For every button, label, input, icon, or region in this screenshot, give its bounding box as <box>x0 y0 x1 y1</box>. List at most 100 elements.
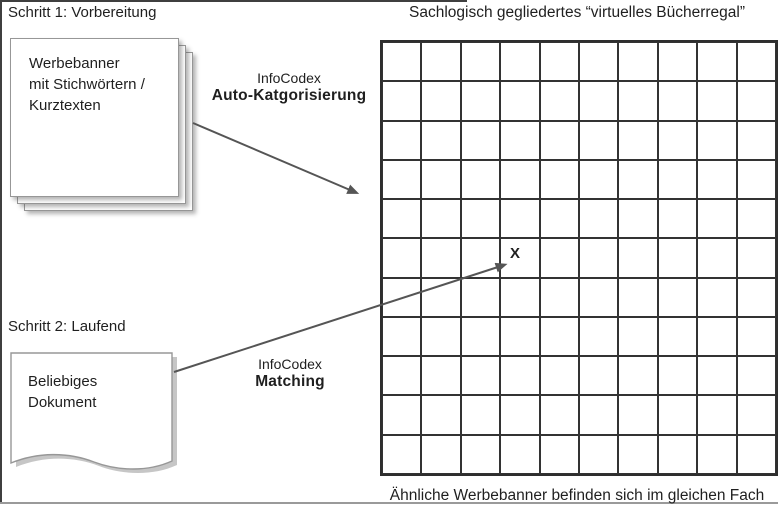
shelf-cell <box>579 120 619 160</box>
shelf-cell <box>421 159 461 200</box>
shelf-cell <box>579 159 619 200</box>
matching-label: InfoCodex Matching <box>225 356 355 390</box>
frame-bottom-border <box>0 502 778 504</box>
shelf-cell <box>460 81 501 121</box>
shelf-cell <box>421 81 461 121</box>
shelf-cell <box>657 81 698 121</box>
shelf-cell <box>539 356 579 396</box>
shelf-cell <box>736 42 776 82</box>
shelf-cell <box>697 316 737 357</box>
shelf-cell <box>500 395 540 435</box>
shelf-cell <box>579 199 619 239</box>
shelf-cell <box>736 395 776 435</box>
shelf-cell <box>500 42 540 82</box>
shelf-cell <box>460 277 501 317</box>
shelf-cell <box>539 395 579 435</box>
shelf-cell <box>460 238 501 278</box>
shelf-cell <box>421 395 461 435</box>
match-label-product: InfoCodex <box>258 356 322 372</box>
shelf-cell <box>382 277 422 317</box>
shelf-cell <box>382 316 422 357</box>
shelf-cell <box>697 42 737 82</box>
shelf-cell <box>539 159 579 200</box>
shelf-cell <box>736 238 776 278</box>
shelf-cell <box>460 316 501 357</box>
shelf-cell <box>657 434 698 474</box>
banner-page-front <box>10 38 179 197</box>
shelf-cell <box>618 238 658 278</box>
shelf-cell <box>421 238 461 278</box>
shelf-cell <box>382 42 422 82</box>
shelf-cell <box>539 277 579 317</box>
frame-top-border <box>0 0 467 2</box>
bookshelf-title: Sachlogisch gegliedertes “virtuelles Büc… <box>408 4 745 21</box>
shelf-cell <box>500 199 540 239</box>
shelf-cell <box>618 42 658 82</box>
shelf-cell <box>382 238 422 278</box>
shelf-cell <box>500 316 540 357</box>
shelf-cell <box>579 81 619 121</box>
document-text-line: Beliebiges <box>28 373 98 390</box>
shelf-cell <box>382 434 422 474</box>
shelf-cell <box>460 434 501 474</box>
shelf-cell <box>657 238 698 278</box>
frame-left-border <box>0 0 2 504</box>
shelf-cell <box>657 42 698 82</box>
shelf-cell <box>736 434 776 474</box>
shelf-cell <box>539 120 579 160</box>
shelf-cell <box>500 159 540 200</box>
shelf-cell <box>697 238 737 278</box>
banner-text-line: Kurztexten <box>29 97 101 114</box>
shelf-cell <box>618 81 658 121</box>
document-text-line: Dokument <box>28 394 97 411</box>
shelf-cell <box>618 356 658 396</box>
shelf-cell <box>539 81 579 121</box>
shelf-cell <box>697 277 737 317</box>
shelf-cell <box>500 120 540 160</box>
shelf-cell <box>382 81 422 121</box>
shelf-cell <box>539 42 579 82</box>
shelf-cell <box>618 159 658 200</box>
shelf-cell <box>618 316 658 357</box>
shelf-cell <box>579 316 619 357</box>
shelf-cell <box>460 42 501 82</box>
shelf-cell <box>697 434 737 474</box>
shelf-cell <box>460 395 501 435</box>
shelf-cell <box>657 395 698 435</box>
shelf-cell <box>657 316 698 357</box>
shelf-cell <box>657 159 698 200</box>
shelf-cell <box>736 199 776 239</box>
shelf-cell <box>382 159 422 200</box>
shelf-cell <box>460 159 501 200</box>
shelf-cell <box>421 434 461 474</box>
shelf-cell <box>421 42 461 82</box>
shelf-cell <box>618 199 658 239</box>
match-label-function: Matching <box>255 373 325 390</box>
bookshelf-caption: Ähnliche Werbebanner befinden sich im gl… <box>389 487 765 504</box>
shelf-cell <box>697 81 737 121</box>
banner-text-line: mit Stichwörtern / <box>29 76 145 93</box>
shelf-cell <box>421 316 461 357</box>
shelf-cell <box>697 120 737 160</box>
banner-text-line: Werbebanner <box>29 55 120 72</box>
shelf-cell <box>382 395 422 435</box>
shelf-cell <box>421 199 461 239</box>
shelf-cell <box>539 316 579 357</box>
auto-categorization-arrow <box>192 122 360 194</box>
shelf-cell <box>579 434 619 474</box>
shelf-cell <box>460 356 501 396</box>
shelf-cell <box>421 120 461 160</box>
bookshelf-grid <box>380 40 778 476</box>
shelf-cell <box>421 277 461 317</box>
step2-heading: Schritt 2: Laufend <box>8 318 126 335</box>
shelf-cell <box>579 395 619 435</box>
shelf-cell <box>657 277 698 317</box>
shelf-cell <box>382 120 422 160</box>
shelf-cell <box>579 356 619 396</box>
shelf-cell <box>579 277 619 317</box>
shelf-cell <box>618 277 658 317</box>
shelf-cell <box>539 199 579 239</box>
banner-page-text: Werbebanner mit Stichwörtern / Kurztexte… <box>29 53 169 116</box>
match-x-marker: X <box>510 245 521 262</box>
